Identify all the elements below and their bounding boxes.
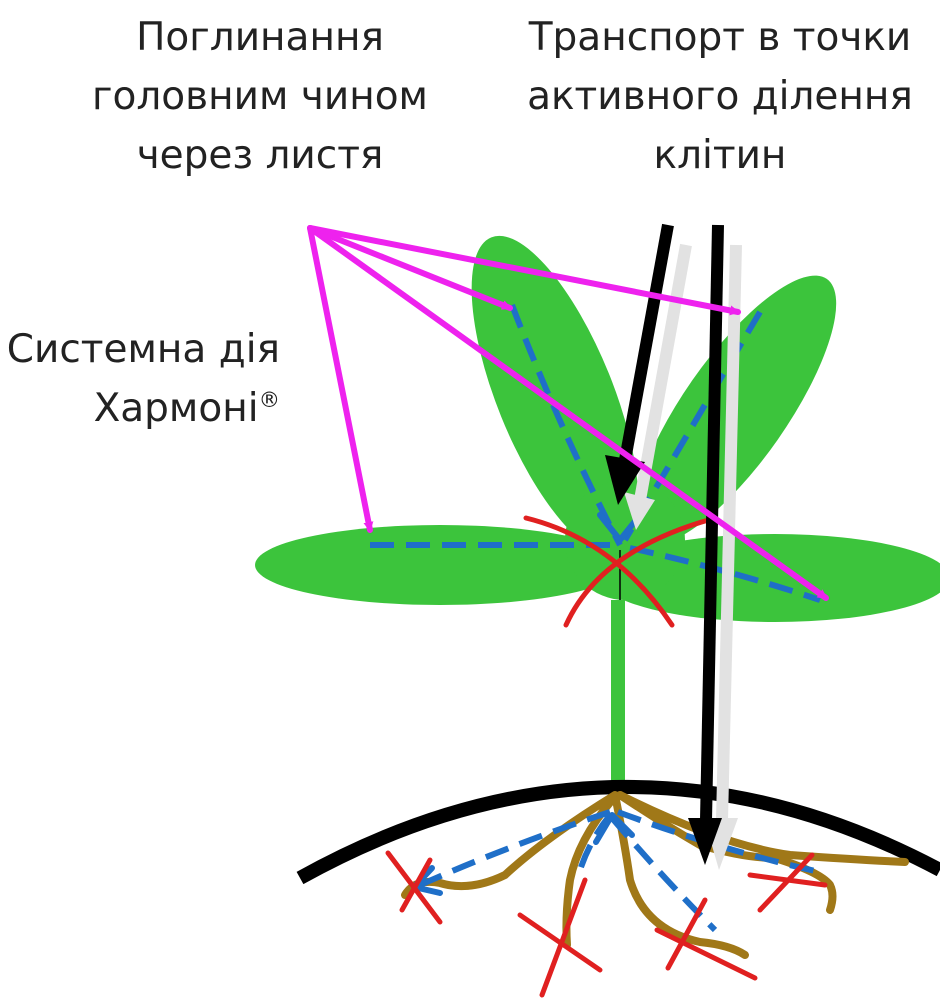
stem	[611, 600, 625, 800]
leaves	[255, 216, 940, 622]
uptake-arrow-left-leaf	[310, 228, 370, 530]
transport-arrow-dark-1-shaft	[625, 225, 668, 460]
